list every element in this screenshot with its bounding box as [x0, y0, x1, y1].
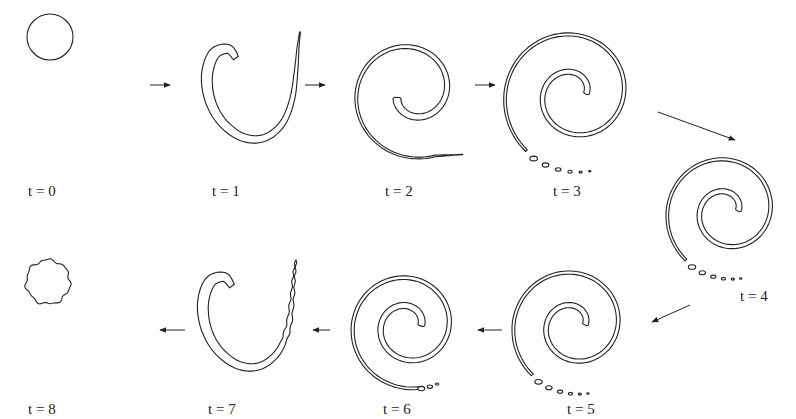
vortex-outline [10, 10, 150, 200]
vortex-shape: t = 8 [10, 240, 160, 419]
time-arrow [305, 85, 325, 86]
vortex-shape: t = 1 [170, 10, 305, 200]
time-label: t = 4 [740, 287, 768, 305]
time-label: t = 2 [385, 182, 413, 200]
time-label: t = 3 [553, 182, 581, 200]
vortex-curve [578, 393, 581, 395]
vortex-curve [530, 156, 538, 161]
vortex-curve [558, 390, 563, 393]
vortex-shape: t = 7 [185, 240, 313, 419]
vortex-curve [721, 277, 725, 280]
time-label: t = 6 [383, 400, 411, 418]
vortex-shape: t = 0 [10, 10, 150, 200]
vortex-curve [556, 168, 561, 171]
vortex-curve [688, 265, 695, 270]
vortex-curve [512, 271, 620, 376]
vortex-curve [589, 171, 591, 172]
vortex-outline [185, 240, 313, 419]
vortex-shape: t = 2 [325, 10, 475, 200]
vortex-curve [355, 45, 463, 159]
time-arrow [313, 330, 330, 331]
vortex-curve [740, 278, 742, 279]
vortex-curve [197, 260, 296, 371]
vortex-curve [711, 275, 716, 278]
time-arrow [478, 330, 502, 331]
vortex-curve [418, 386, 425, 390]
vortex-curve [666, 158, 772, 261]
vortex-curve [351, 276, 451, 390]
vortex-outline [325, 10, 475, 200]
vortex-curve [568, 392, 572, 395]
time-arrow [150, 85, 170, 86]
vortex-outline [10, 240, 160, 419]
vortex-curve [587, 393, 589, 394]
vortex-curve [27, 14, 73, 60]
vortex-shape: t = 6 [330, 240, 478, 419]
vortex-curve [579, 171, 582, 173]
vortex-curve [535, 380, 542, 385]
vortex-curve [731, 278, 734, 280]
vortex-curve [25, 259, 71, 304]
vortex-curve [546, 386, 552, 390]
time-arrow [475, 85, 495, 86]
time-label: t = 0 [28, 182, 56, 200]
vortex-curve [504, 33, 626, 152]
vortex-shape: t = 5 [502, 240, 652, 419]
time-arrow [652, 305, 690, 322]
time-label: t = 1 [212, 182, 240, 200]
time-arrow [658, 112, 735, 140]
vortex-shape: t = 3 [495, 10, 658, 200]
vortex-outline [170, 10, 305, 200]
time-label: t = 7 [208, 400, 236, 418]
vortex-curve [542, 163, 549, 167]
vortex-shape: t = 4 [660, 140, 794, 305]
vortex-curve [427, 385, 432, 388]
time-label: t = 5 [567, 400, 595, 418]
vortex-curve [201, 32, 300, 143]
vortex-outline [502, 240, 652, 419]
time-label: t = 8 [28, 400, 56, 418]
vortex-curve [435, 383, 439, 385]
vortex-curve [568, 170, 572, 173]
vortex-outline [660, 140, 794, 305]
time-arrow [160, 330, 185, 331]
vortex-outline [330, 240, 478, 419]
vortex-outline [495, 10, 658, 200]
vortex-curve [699, 271, 705, 275]
